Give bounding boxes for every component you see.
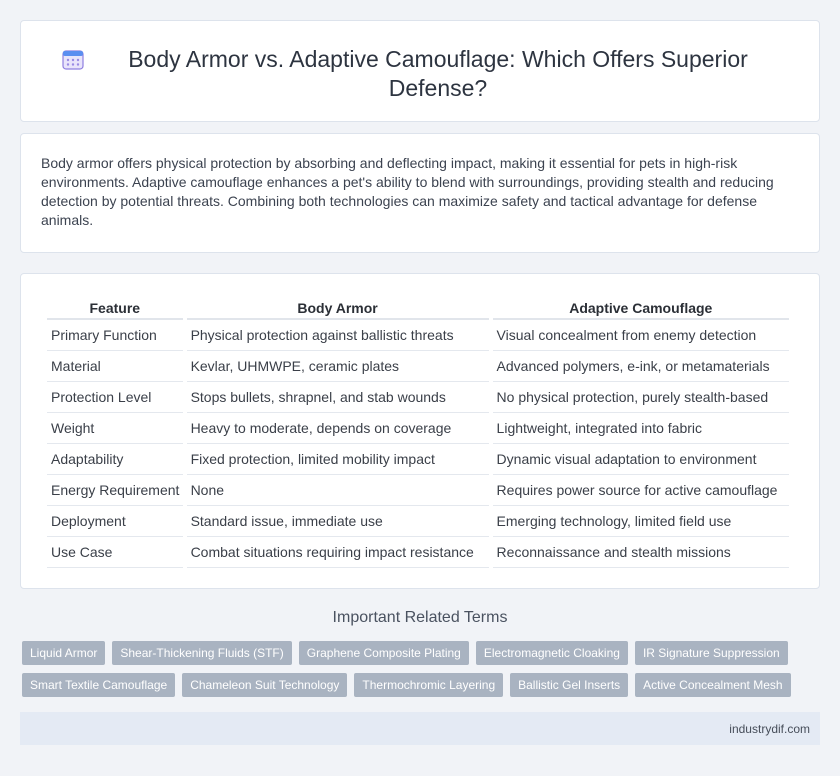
body-armor-cell: Kevlar, UHMWPE, ceramic plates: [186, 351, 489, 382]
table-row: Deployment Standard issue, immediate use…: [47, 506, 789, 537]
related-term-tag[interactable]: Shear-Thickening Fluids (STF): [112, 641, 292, 665]
table-row: Protection Level Stops bullets, shrapnel…: [47, 382, 789, 413]
title-card: Body Armor vs. Adaptive Camouflage: Whic…: [20, 20, 820, 122]
feature-cell: Energy Requirement: [47, 475, 183, 506]
body-armor-cell: Stops bullets, shrapnel, and stab wounds: [186, 382, 489, 413]
body-armor-cell: Physical protection against ballistic th…: [186, 320, 489, 351]
camouflage-cell: Lightweight, integrated into fabric: [492, 413, 789, 444]
feature-cell: Protection Level: [47, 382, 183, 413]
feature-cell: Weight: [47, 413, 183, 444]
feature-cell: Adaptability: [47, 444, 183, 475]
table-row: Use Case Combat situations requiring imp…: [47, 537, 789, 568]
page-title: Body Armor vs. Adaptive Camouflage: Whic…: [128, 46, 748, 101]
comparison-table: Feature Body Armor Adaptive Camouflage P…: [43, 294, 793, 568]
camouflage-cell: Requires power source for active camoufl…: [492, 475, 789, 506]
comparison-card: Feature Body Armor Adaptive Camouflage P…: [20, 273, 820, 589]
related-term-tag[interactable]: Thermochromic Layering: [354, 673, 504, 697]
related-terms-heading: Important Related Terms: [332, 609, 508, 626]
header-body-armor: Body Armor: [186, 294, 489, 320]
related-term-tag[interactable]: Graphene Composite Plating: [298, 641, 469, 665]
related-term-tag[interactable]: IR Signature Suppression: [634, 641, 788, 665]
camouflage-cell: Visual concealment from enemy detection: [492, 320, 789, 351]
table-row: Material Kevlar, UHMWPE, ceramic plates …: [47, 351, 789, 382]
related-term-tag[interactable]: Electromagnetic Cloaking: [475, 641, 628, 665]
related-term-tag[interactable]: Smart Textile Camouflage: [22, 673, 176, 697]
body-armor-cell: Standard issue, immediate use: [186, 506, 489, 537]
related-term-tag[interactable]: Ballistic Gel Inserts: [510, 673, 629, 697]
camouflage-cell: Advanced polymers, e-ink, or metamateria…: [492, 351, 789, 382]
feature-cell: Primary Function: [47, 320, 183, 351]
header-adaptive-camouflage: Adaptive Camouflage: [492, 294, 789, 320]
camouflage-cell: Emerging technology, limited field use: [492, 506, 789, 537]
feature-cell: Material: [47, 351, 183, 382]
calendar-icon: [62, 48, 84, 70]
camouflage-cell: Reconnaissance and stealth missions: [492, 537, 789, 568]
table-header-row: Feature Body Armor Adaptive Camouflage: [47, 294, 789, 320]
feature-cell: Deployment: [47, 506, 183, 537]
body-armor-cell: Combat situations requiring impact resis…: [186, 537, 489, 568]
intro-card: Body armor offers physical protection by…: [20, 133, 820, 253]
related-term-tag[interactable]: Active Concealment Mesh: [635, 673, 791, 697]
table-row: Adaptability Fixed protection, limited m…: [47, 444, 789, 475]
table-row: Energy Requirement None Requires power s…: [47, 475, 789, 506]
footer: industrydif.com: [20, 712, 820, 745]
body-armor-cell: Fixed protection, limited mobility impac…: [186, 444, 489, 475]
camouflage-cell: No physical protection, purely stealth-b…: [492, 382, 789, 413]
related-term-tag[interactable]: Chameleon Suit Technology: [182, 673, 348, 697]
table-row: Weight Heavy to moderate, depends on cov…: [47, 413, 789, 444]
body-armor-cell: Heavy to moderate, depends on coverage: [186, 413, 489, 444]
table-row: Primary Function Physical protection aga…: [47, 320, 789, 351]
feature-cell: Use Case: [47, 537, 183, 568]
footer-site-link[interactable]: industrydif.com: [729, 722, 810, 736]
related-term-tag[interactable]: Liquid Armor: [22, 641, 106, 665]
body-armor-cell: None: [186, 475, 489, 506]
related-terms-list: Liquid Armor Shear-Thickening Fluids (ST…: [22, 641, 822, 697]
intro-paragraph: Body armor offers physical protection by…: [41, 155, 774, 228]
header-feature: Feature: [47, 294, 183, 320]
camouflage-cell: Dynamic visual adaptation to environment: [492, 444, 789, 475]
